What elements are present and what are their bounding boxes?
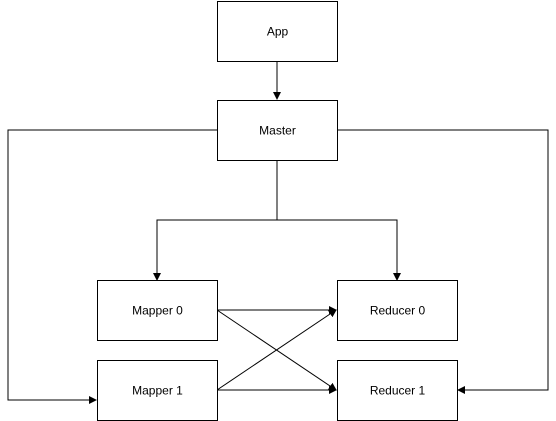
node-master-label: Master [259,124,296,138]
node-mapper0: Mapper 0 [97,280,218,341]
edge-master-to-mapper0 [153,160,278,281]
edge-master-to-reducer0 [277,219,401,281]
node-reducer0-label: Reducer 0 [370,304,426,318]
node-app: App [217,1,338,62]
edge-master-to-mapper1 [7,129,217,404]
node-mapper1: Mapper 1 [97,360,218,421]
node-reducer1-box [337,360,458,421]
node-mapper0-label: Mapper 0 [132,304,183,318]
edge-mapper1-to-reducer0 [216,309,337,391]
node-mapper0-box [97,280,218,341]
node-reducer1-label: Reducer 1 [370,384,426,398]
edges [7,61,549,404]
node-reducer0: Reducer 0 [337,280,458,341]
edge-master-to-reducer1 [337,129,549,394]
node-reducer0-box [337,280,458,341]
node-app-box [217,1,338,62]
node-app-label: App [267,25,289,39]
node-master: Master [217,100,338,161]
node-reducer1: Reducer 1 [337,360,458,421]
node-mapper1-label: Mapper 1 [132,384,183,398]
node-master-box [217,100,338,161]
